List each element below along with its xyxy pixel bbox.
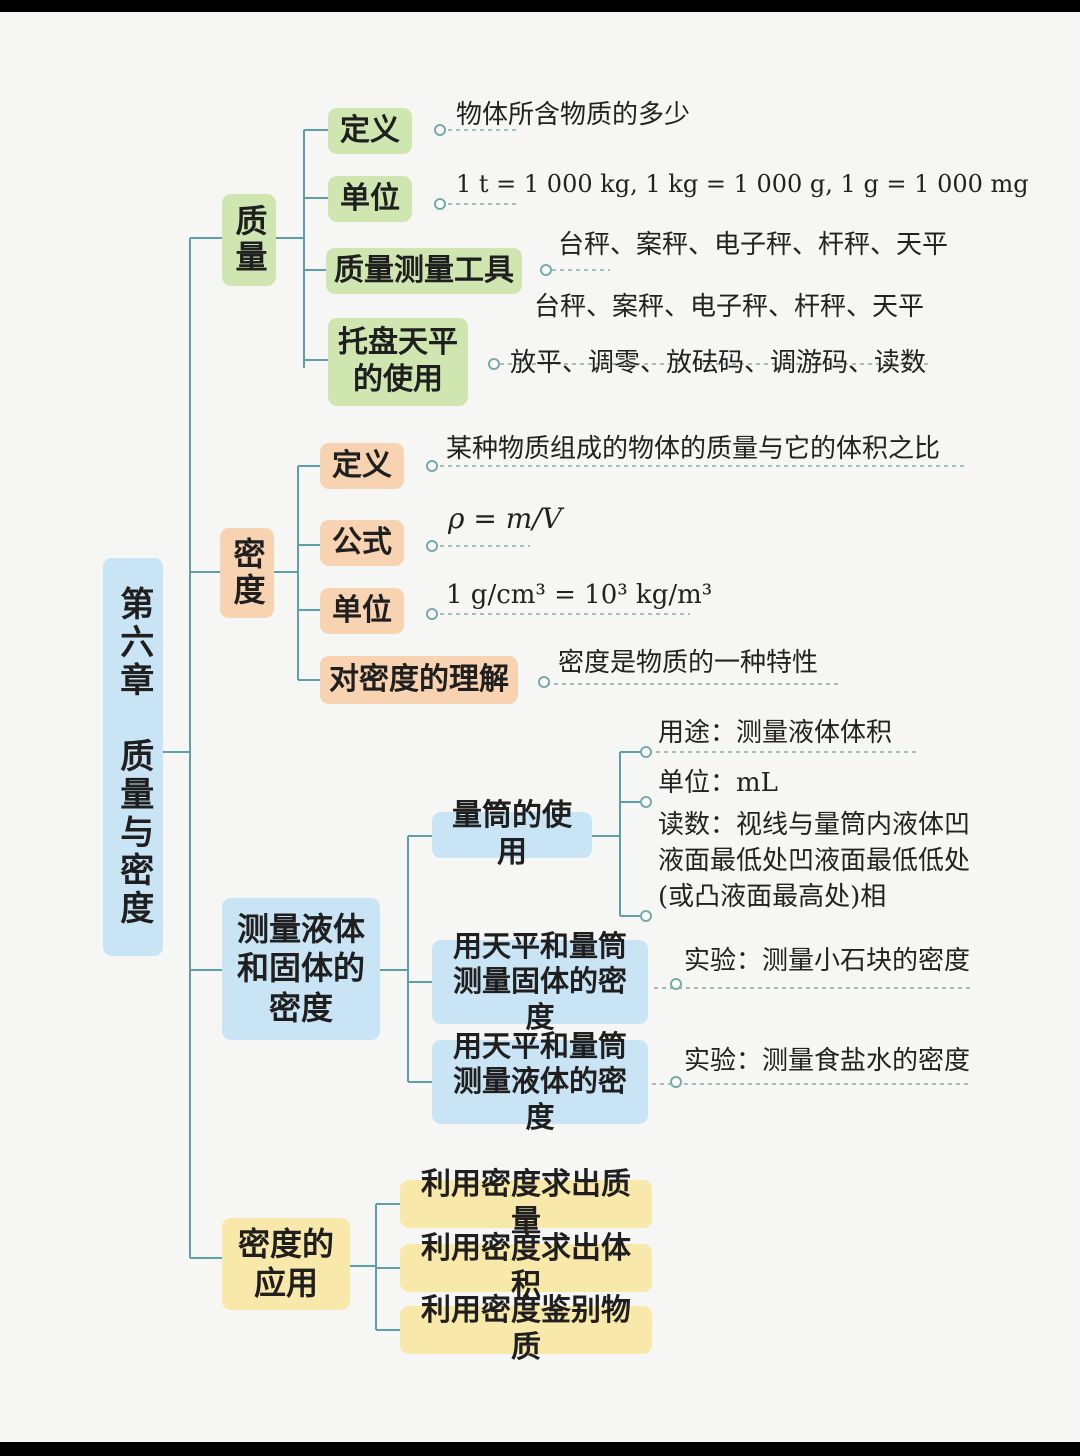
branch-density[interactable]: 密度 [220,528,274,618]
measure-solid-text: 实验：测量小石块的密度 [684,946,971,976]
application-item-1[interactable]: 利用密度求出质量 [400,1167,652,1239]
root-node[interactable]: 第六章 质量与密度 [103,558,163,956]
branch-application-label: 密度的应用 [237,1224,334,1302]
mass-balance-label: 托盘天平的使用 [338,325,458,397]
mass-definition-text: 物体所含物质的多少 [456,100,691,130]
application-item-3[interactable]: 利用密度鉴别物质 [400,1293,652,1365]
mass-tools-text: 台秤、案秤、电子秤、杆秤、天平 [558,230,949,260]
mass-balance-text-1: 台秤、案秤、电子秤、杆秤、天平 [534,292,925,322]
density-definition-label: 定义 [332,447,392,483]
mass-balance-text-2: 放平、调零、放砝码、调游码、读数 [510,348,927,378]
mass-unit-node[interactable]: 单位 [328,176,412,222]
branch-measure[interactable]: 测量液体和固体的密度 [222,898,380,1040]
mass-definition-node[interactable]: 定义 [328,108,412,154]
mass-tools-label: 质量测量工具 [334,252,514,288]
branch-density-label: 密度 [228,537,267,609]
branch-application[interactable]: 密度的应用 [222,1218,350,1310]
density-understanding-node[interactable]: 对密度的理解 [320,656,518,704]
measure-liquid-node[interactable]: 用天平和量筒测量液体的密度 [432,1029,648,1134]
density-formula-text: ρ = m/V [448,502,562,535]
root-title: 第六章 质量与密度 [113,586,154,928]
cylinder-reading-text: 读数：视线与量筒内液体凹液面最低处凹液面最低低处(或凸液面最高处)相 [658,810,971,912]
measure-liquid-label: 用天平和量筒测量液体的密度 [452,1028,627,1134]
density-definition-node[interactable]: 定义 [320,443,404,489]
cylinder-unit-text: 单位：mL [658,768,778,798]
branch-mass-label: 质量 [230,204,269,276]
mass-definition-label: 定义 [340,112,400,148]
application-item-2-label: 利用密度求出体积 [421,1231,631,1303]
mass-tools-node[interactable]: 质量测量工具 [326,248,522,294]
density-understanding-text: 密度是物质的一种特性 [558,648,819,678]
mass-balance-node[interactable]: 托盘天平的使用 [328,318,468,406]
density-unit-text: 1 g/cm³ = 10³ kg/m³ [446,580,713,610]
density-definition-text: 某种物质组成的物体的质量与它的体积之比 [446,434,941,464]
mass-unit-text: 1 t = 1 000 kg, 1 kg = 1 000 g, 1 g = 1 … [456,170,1029,198]
application-item-1-label: 利用密度求出质量 [421,1167,631,1239]
branch-mass[interactable]: 质量 [222,194,276,286]
density-formula-node[interactable]: 公式 [320,520,404,566]
mass-unit-label: 单位 [340,180,400,216]
density-unit-label: 单位 [332,592,392,628]
measure-liquid-text: 实验：测量食盐水的密度 [684,1046,971,1076]
application-item-2[interactable]: 利用密度求出体积 [400,1231,652,1303]
application-item-3-label: 利用密度鉴别物质 [421,1293,631,1365]
density-formula-label: 公式 [332,524,392,560]
measure-solid-node[interactable]: 用天平和量筒测量固体的密度 [432,929,648,1034]
density-understanding-label: 对密度的理解 [329,661,509,697]
cylinder-use-text: 用途：测量液体体积 [658,718,893,748]
branch-measure-label: 测量液体和固体的密度 [236,910,365,1027]
measure-cylinder-node[interactable]: 量筒的使用 [432,798,592,870]
measure-cylinder-label: 量筒的使用 [452,798,572,870]
measure-solid-label: 用天平和量筒测量固体的密度 [452,928,627,1034]
density-unit-node[interactable]: 单位 [320,588,404,634]
